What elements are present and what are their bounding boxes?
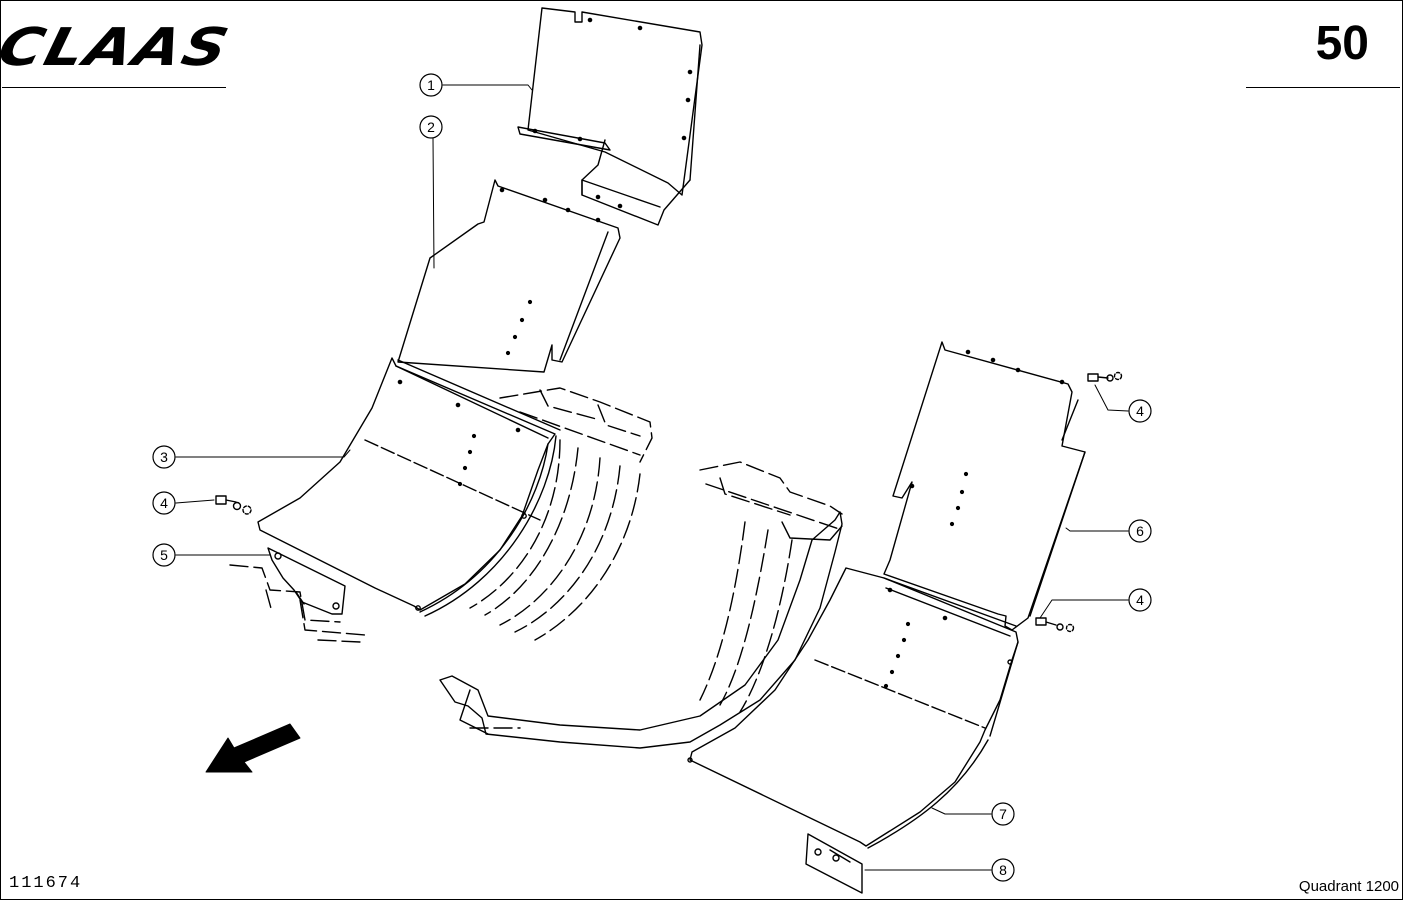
callout-4-left-label: 4 [160, 495, 168, 511]
page-number-underline [1246, 87, 1400, 88]
fastener-bolt-left [215, 495, 252, 515]
part-6-right-plate [883, 341, 1086, 631]
callout-4-right-lower: 4 [1128, 588, 1152, 612]
callout-3-label: 3 [160, 449, 168, 465]
callout-2: 2 [419, 115, 443, 139]
part-3-curved-pan [257, 357, 561, 617]
callout-7-label: 7 [999, 806, 1007, 822]
callouts: 1 2 3 4 5 4 6 4 [152, 73, 1152, 882]
page-number: 50 [1315, 17, 1369, 70]
callout-2-label: 2 [427, 119, 435, 135]
callout-3: 3 [152, 445, 176, 469]
callout-4-right-upper: 4 [1128, 399, 1152, 423]
fastener-bolt-right-upper [1087, 371, 1123, 382]
fastener-bolt-right-lower [1035, 617, 1075, 633]
callout-1-label: 1 [427, 77, 435, 93]
part-8-wear-plate [805, 833, 863, 894]
callout-4-right-upper-label: 4 [1136, 403, 1144, 419]
hidden-frame-outline [229, 387, 843, 729]
callout-4-right-lower-label: 4 [1136, 592, 1144, 608]
callout-8: 8 [991, 858, 1015, 882]
callout-8-label: 8 [999, 862, 1007, 878]
drawing-number: 111674 [9, 874, 83, 893]
callout-5-label: 5 [160, 547, 168, 563]
part-7-right-curved-pan [687, 567, 1019, 849]
callout-5: 5 [152, 543, 176, 567]
part-2-middle-plate [397, 179, 621, 373]
direction-arrow-icon [205, 723, 301, 773]
part-5-wear-plate [267, 547, 346, 615]
callout-7: 7 [991, 802, 1015, 826]
callout-1: 1 [419, 73, 443, 97]
right-lower-channel [439, 511, 843, 749]
model-name: Quadrant 1200 [1298, 878, 1399, 895]
logo-underline [2, 87, 226, 88]
callout-4-left: 4 [152, 491, 176, 515]
part-1-upper-cover [517, 7, 703, 226]
leader-lines [175, 84, 1129, 871]
callout-6: 6 [1128, 519, 1152, 543]
callout-6-label: 6 [1136, 523, 1144, 539]
